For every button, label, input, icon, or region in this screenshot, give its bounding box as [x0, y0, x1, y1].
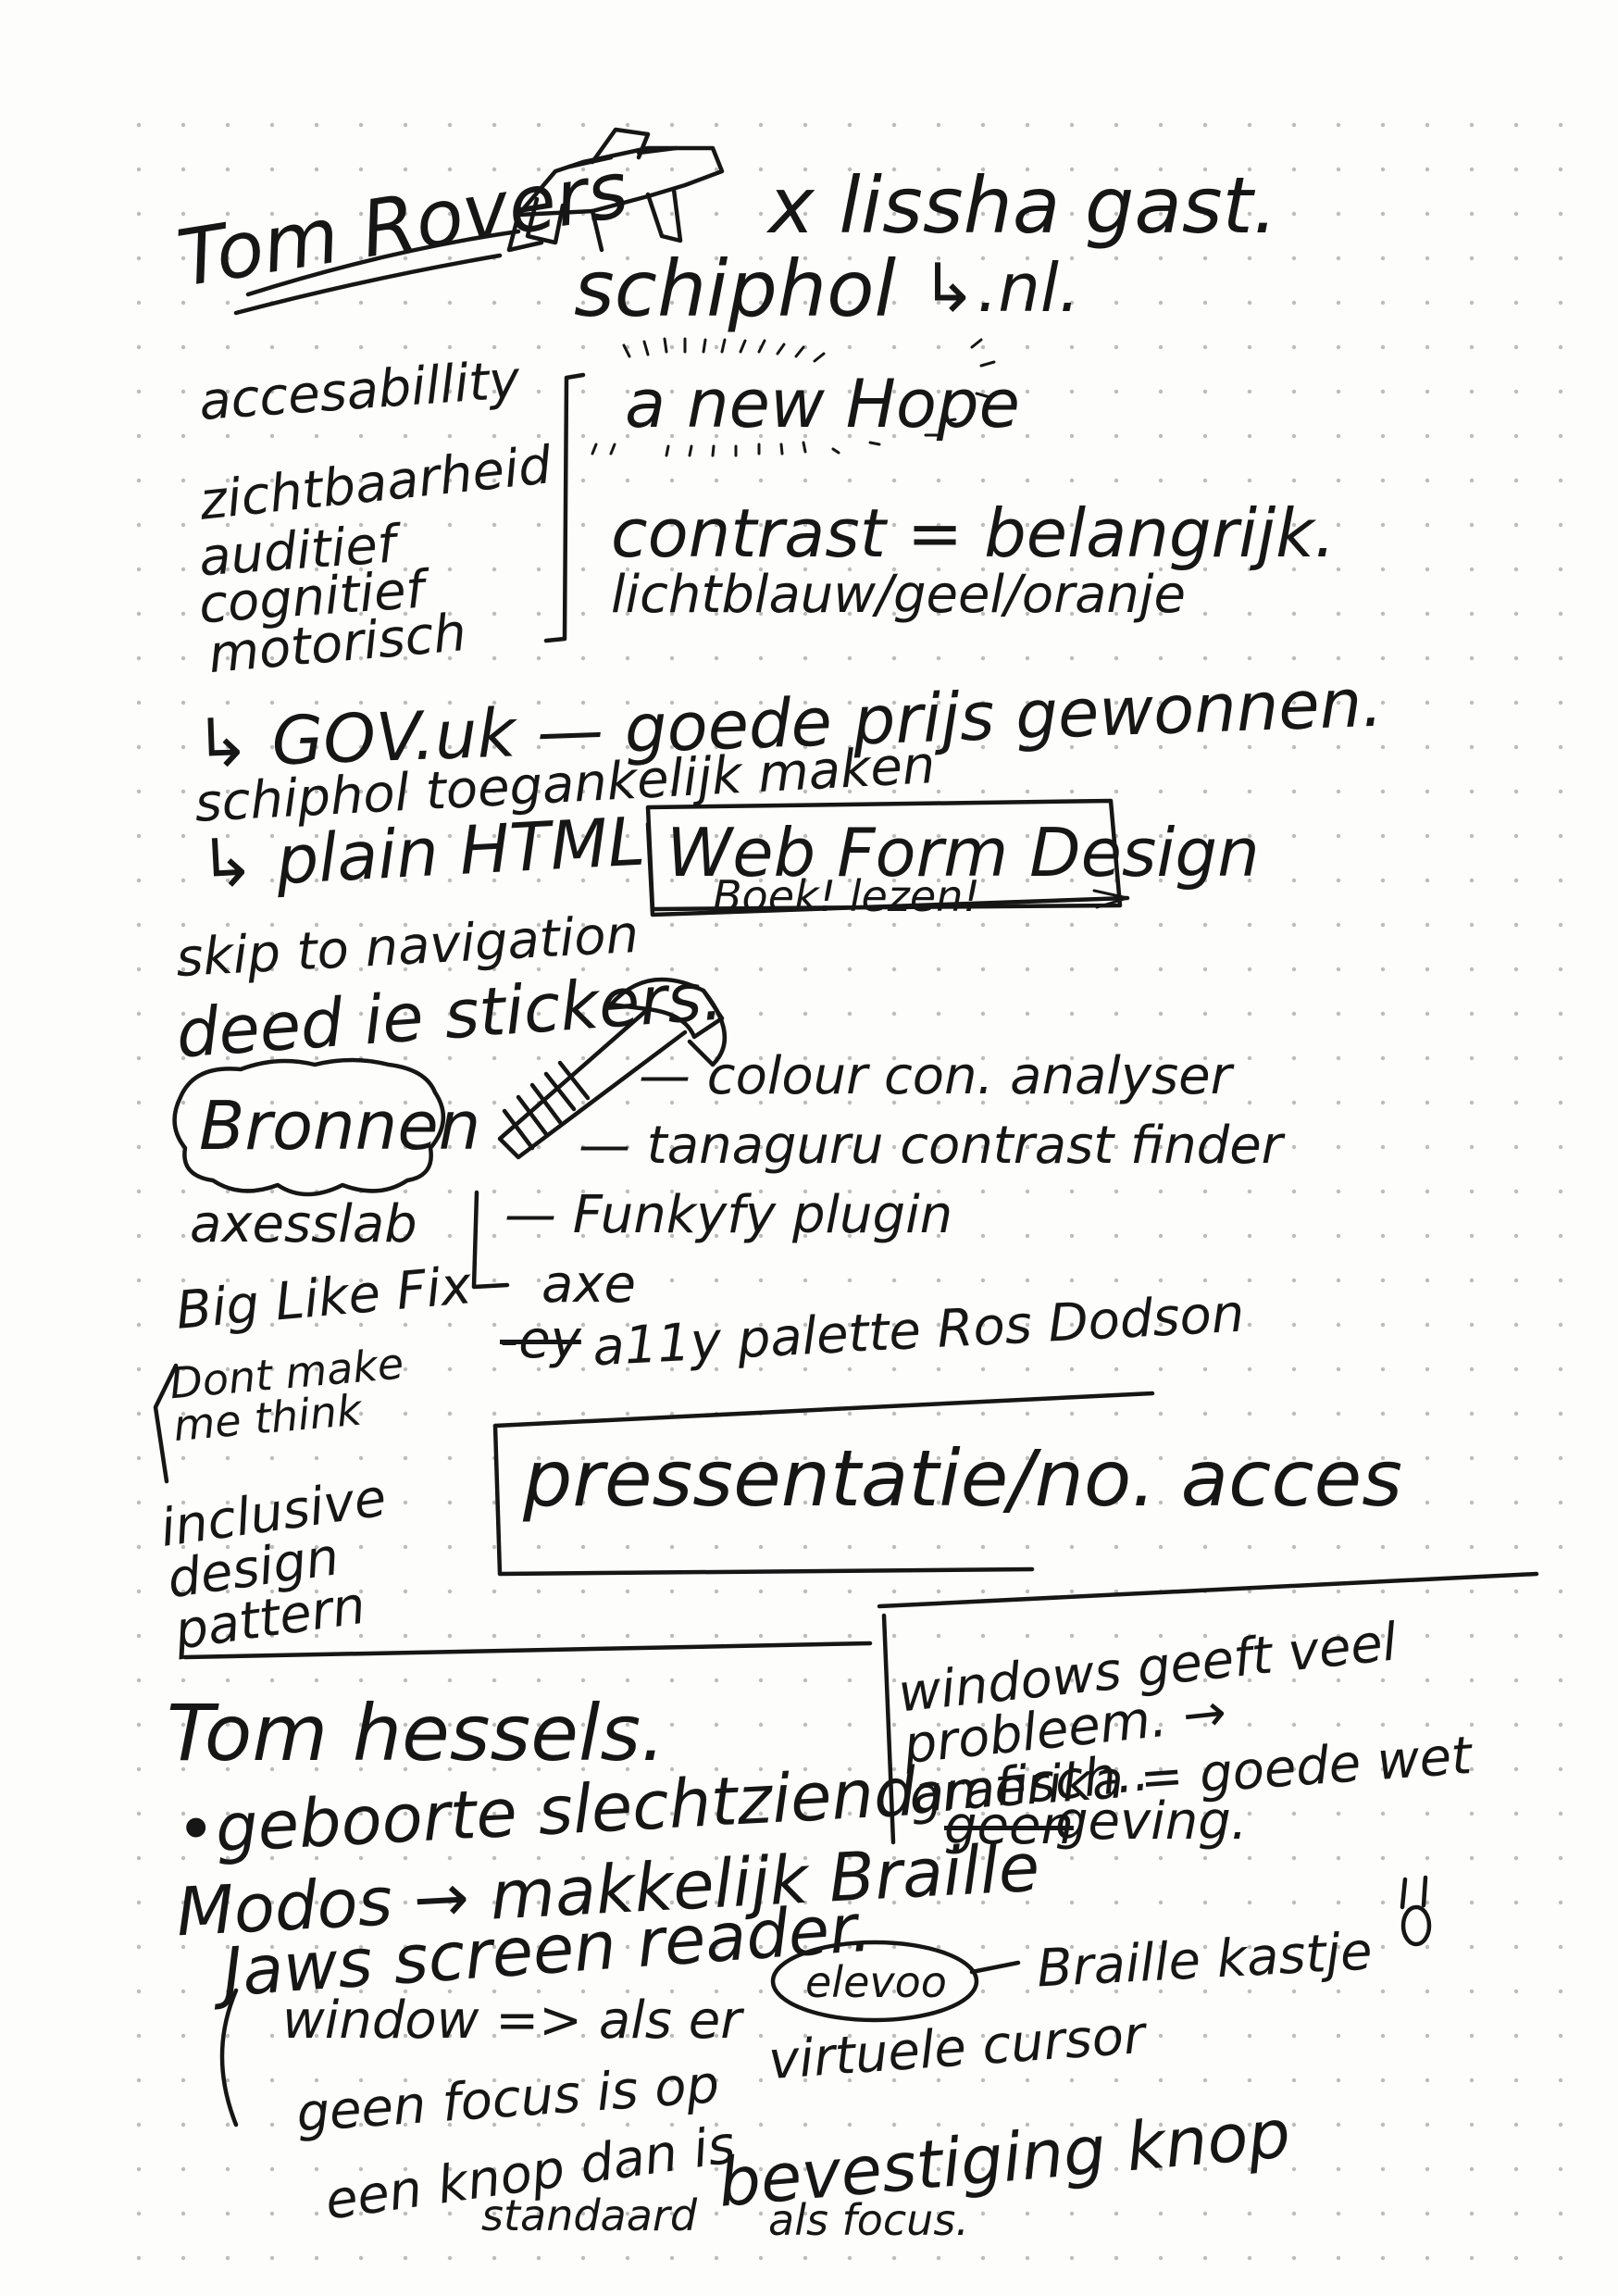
amerika-line-2: geving. — [1055, 1791, 1248, 1852]
tool-struck: -ey — [500, 1310, 581, 1370]
hessels-name: Tom hessels. — [167, 1688, 666, 1778]
bracket — [543, 372, 586, 643]
separator-line — [182, 1641, 873, 1660]
hessels-line: window => als er — [282, 1990, 742, 2051]
tool-item: — colour con. analyser — [639, 1046, 1232, 1106]
name-underline — [245, 229, 521, 297]
tool-item: — Funkyfy plugin — [504, 1185, 953, 1245]
bevestiging-sub: als focus. — [768, 2195, 969, 2245]
tool-item: axe — [541, 1254, 636, 1315]
presentation-title: pressentatie/no. acces — [523, 1433, 1402, 1524]
guest-line: x lissha gast. — [768, 160, 1278, 251]
tools-bracket — [471, 1190, 510, 1290]
elevoo-oval — [770, 1940, 979, 2023]
book-sub: Boek! lezen! — [713, 871, 980, 921]
elevoo: elevoo — [805, 1957, 947, 2007]
column-divider — [881, 1613, 896, 1845]
hessels-line: standaard — [481, 2190, 698, 2240]
name-underline-2 — [233, 253, 503, 316]
braille-kastje-icon — [1400, 1875, 1432, 1947]
book-title: Web Form Design — [666, 814, 1260, 892]
bronnen-cloud — [172, 1057, 446, 1197]
contrast-colors: lichtblauw/geel/oranje — [611, 565, 1186, 625]
hammer-icon — [497, 977, 728, 1160]
hope-sparkles-icon — [591, 337, 996, 457]
presentation-box — [492, 1391, 1155, 1429]
site-name: schiphol — [574, 243, 896, 334]
contrast-line: contrast = belangrijk. — [611, 494, 1336, 572]
amerika-struck: geen — [944, 1796, 1074, 1856]
site-tld: ↳.nl. — [921, 249, 1080, 327]
tool-item: — tanaguru contrast finder — [579, 1116, 1283, 1176]
airplane-icon — [506, 127, 725, 253]
source-item: axesslab — [190, 1194, 417, 1254]
bronnen-label: Bronnen — [199, 1087, 481, 1165]
hope-text: a new Hope — [625, 365, 1020, 443]
